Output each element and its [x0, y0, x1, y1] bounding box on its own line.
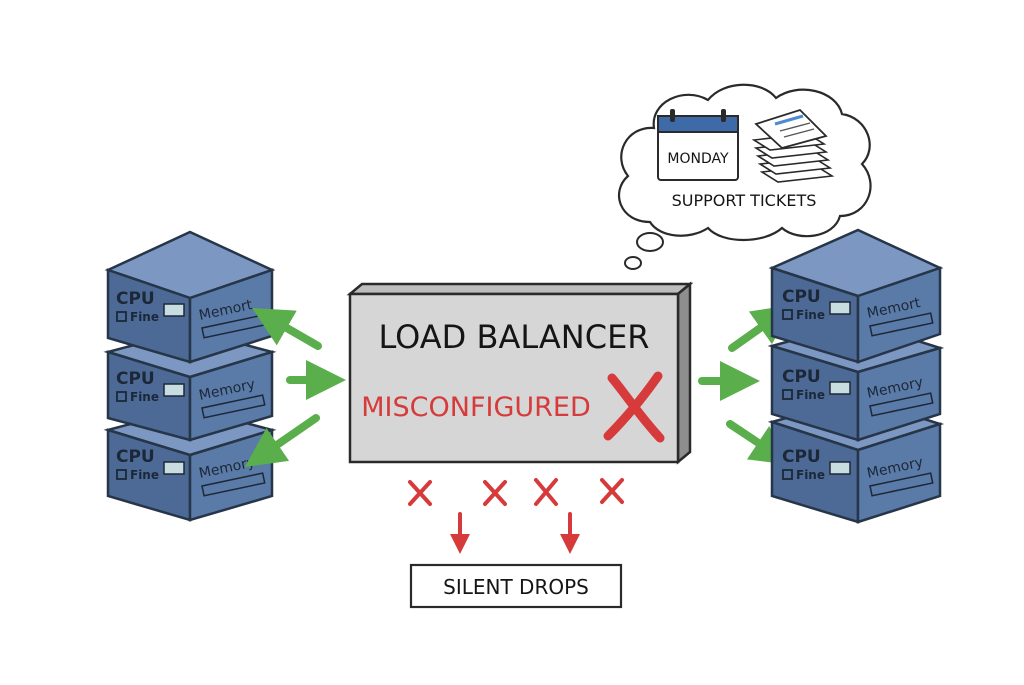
calendar-day-label: MONDAY [667, 151, 729, 167]
right-server-1-memory-slot [869, 312, 934, 337]
left-server-1-cpu-label: CPU [116, 289, 155, 309]
right-server-3-indicator [829, 461, 851, 475]
right-server-3-status: Fine [796, 468, 825, 482]
right-server-1: CPU Fine Memort [768, 228, 944, 364]
drop-x-icon-4 [600, 478, 624, 504]
left-server-1-status: Fine [130, 310, 159, 324]
load-balancer-status: MISCONFIGURED [361, 392, 591, 423]
arrow-to-left-server-1 [252, 308, 322, 350]
drop-x-icon-2 [483, 480, 507, 506]
left-server-3-memory-slot [201, 472, 266, 497]
thought-bubble-dot-small [624, 256, 642, 270]
right-arrows [698, 304, 794, 465]
drop-x-icon-1 [408, 480, 432, 506]
right-server-1-cpu-label: CPU [782, 287, 821, 307]
arrow-to-right-server-3 [726, 420, 792, 465]
left-server-2-checkbox-icon [116, 391, 127, 402]
arrow-to-left-server-3 [244, 414, 320, 468]
left-server-3-status: Fine [130, 468, 159, 482]
left-server-1-checkbox-icon [116, 311, 127, 322]
right-server-2-status: Fine [796, 388, 825, 402]
dropped-packets [408, 478, 624, 554]
left-server-2-memory-slot [201, 394, 266, 419]
left-arrows [244, 308, 346, 468]
thought-bubble-dot-large [636, 232, 664, 252]
right-server-stack: CPU Fine Memory CPU Fine Memory CPU F [767, 228, 945, 524]
right-server-1-indicator [829, 301, 851, 315]
right-server-2-checkbox-icon [782, 389, 793, 400]
left-server-2-status: Fine [130, 390, 159, 404]
load-balancer: LOAD BALANCER MISCONFIGURED [346, 281, 694, 465]
silent-drops-box: SILENT DROPS [409, 563, 623, 609]
right-server-1-status: Fine [796, 308, 825, 322]
silent-drops-label: SILENT DROPS [443, 575, 589, 599]
thought-bubble-cloud [618, 83, 872, 242]
left-server-1: CPU Fine Memort [104, 230, 276, 364]
left-server-stack: CPU Fine Memory CPU Fine Memory CPU F [103, 230, 277, 522]
right-server-2-cpu-label: CPU [782, 367, 821, 387]
thought-bubble: MONDAY SUPPORT TICKETS [618, 83, 872, 270]
left-server-2-indicator [163, 383, 185, 397]
drop-x-icon-3 [534, 478, 558, 506]
load-balancer-title: LOAD BALANCER [378, 318, 649, 356]
left-server-3-checkbox-icon [116, 469, 127, 480]
right-server-3-memory-slot [869, 472, 934, 497]
right-server-2-memory-slot [869, 392, 934, 417]
error-x-icon [603, 371, 665, 443]
right-server-2-indicator [829, 381, 851, 395]
calendar-icon: MONDAY [657, 109, 739, 181]
left-server-3-indicator [163, 461, 185, 475]
right-server-3-checkbox-icon [782, 469, 793, 480]
load-balancer-box [348, 292, 680, 464]
thought-bubble-caption: SUPPORT TICKETS [672, 191, 817, 210]
right-server-1-checkbox-icon [782, 309, 793, 320]
ticket-stack-icon [751, 108, 835, 183]
left-server-3-cpu-label: CPU [116, 447, 155, 467]
left-server-1-indicator [163, 303, 185, 317]
left-server-2-cpu-label: CPU [116, 369, 155, 389]
right-server-3-cpu-label: CPU [782, 447, 821, 467]
